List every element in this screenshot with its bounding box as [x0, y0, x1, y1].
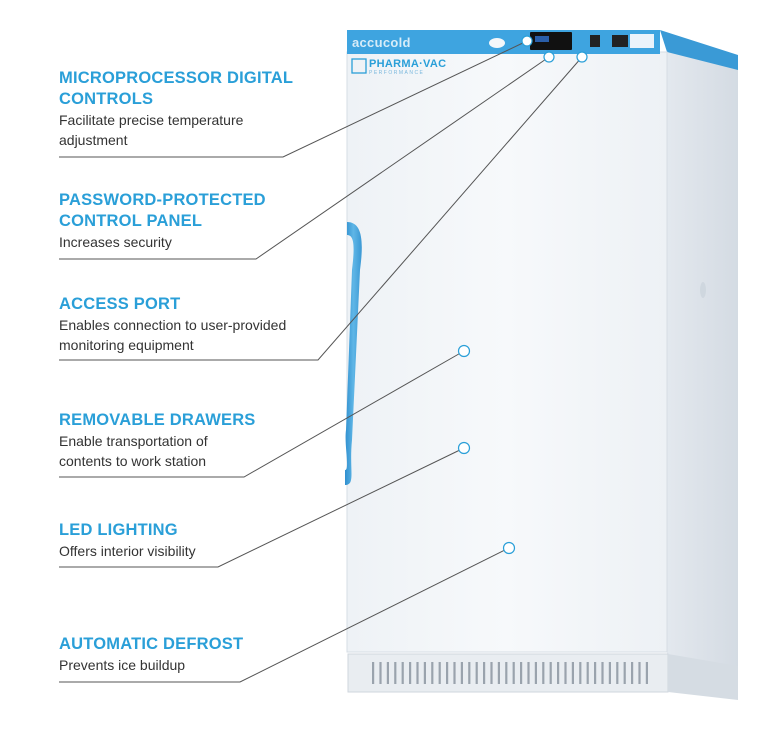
vent-slot: [438, 662, 441, 684]
vent-slot: [446, 662, 449, 684]
feature-title: CONTROL PANEL: [59, 212, 203, 230]
vent-slot: [608, 662, 611, 684]
vent-slot: [394, 662, 397, 684]
kick-plate-side: [668, 654, 738, 700]
vent-slot: [549, 662, 552, 684]
power-switch: [590, 35, 600, 47]
feature-title: REMOVABLE DRAWERS: [59, 411, 256, 429]
feature-title: LED LIGHTING: [59, 521, 178, 539]
pharma-vac-logo-icon: [351, 58, 367, 74]
vent-slot: [431, 662, 434, 684]
door-handle: [345, 222, 362, 485]
feature-title: AUTOMATIC DEFROST: [59, 635, 244, 653]
feature-removable-drawers: REMOVABLE DRAWERS Enable transportation …: [59, 410, 329, 471]
vent-slot: [564, 662, 567, 684]
leader-line: [59, 447, 465, 568]
vent-slot: [631, 662, 634, 684]
callout-dot: [502, 541, 516, 555]
vent-slot: [372, 662, 375, 684]
vent-slot: [497, 662, 500, 684]
feature-description: adjustment: [59, 132, 128, 148]
vent-slot: [475, 662, 478, 684]
feature-led-lighting: LED LIGHTING Offers interior visibility: [59, 520, 329, 561]
vent-slot: [468, 662, 471, 684]
vent-slot: [557, 662, 560, 684]
feature-title: ACCESS PORT: [59, 295, 181, 313]
top-band-side: [660, 30, 738, 70]
feature-description: contents to work station: [59, 453, 207, 469]
vent-slot: [638, 662, 641, 684]
vent-slot: [386, 662, 389, 684]
feature-description: Enables connection to user-provided: [59, 317, 287, 333]
side-mark: [700, 282, 706, 298]
vent-slot: [423, 662, 426, 684]
feature-automatic-defrost: AUTOMATIC DEFROST Prevents ice buildup: [59, 634, 329, 675]
leader-line: [59, 40, 528, 158]
vent-slot: [594, 662, 597, 684]
cabinet-side: [667, 52, 738, 680]
lock-panel: [612, 35, 628, 47]
leader-line: [59, 350, 465, 478]
feature-description: Offers interior visibility: [59, 543, 196, 559]
callout-dot: [457, 441, 471, 455]
callout-dot: [576, 51, 588, 63]
vent-slot: [505, 662, 508, 684]
callout-dot: [543, 51, 555, 63]
feature-title: MICROPROCESSOR DIGITAL: [59, 69, 294, 87]
access-port-cap: [489, 38, 505, 48]
vent-slot: [527, 662, 530, 684]
feature-microprocessor-controls: MICROPROCESSOR DIGITAL CONTROLS Facilita…: [59, 68, 329, 150]
vent-slot: [490, 662, 493, 684]
kick-plate: [347, 653, 669, 693]
display-readout: [535, 36, 549, 42]
feature-title: CONTROLS: [59, 90, 154, 108]
vent-slot: [453, 662, 456, 684]
vent-slot: [460, 662, 463, 684]
feature-description: Increases security: [59, 234, 172, 250]
vent-slot: [623, 662, 626, 684]
leader-line: [59, 56, 550, 260]
vent-slot: [586, 662, 589, 684]
feature-description: Prevents ice buildup: [59, 657, 186, 673]
feature-description: Enable transportation of: [59, 433, 208, 449]
feature-description: monitoring equipment: [59, 337, 194, 353]
vent-grille: [372, 662, 648, 684]
product-line-text: PHARMA·VAC: [369, 58, 447, 70]
vent-slot: [483, 662, 486, 684]
vent-slot: [534, 662, 537, 684]
vent-slot: [601, 662, 604, 684]
feature-description: Facilitate precise temperature: [59, 112, 244, 128]
vent-slot: [401, 662, 404, 684]
callout-dot: [521, 35, 533, 47]
feature-title: PASSWORD-PROTECTED: [59, 191, 266, 209]
vent-slot: [416, 662, 419, 684]
vent-slot: [379, 662, 382, 684]
vent-slot: [571, 662, 574, 684]
vent-slot: [512, 662, 515, 684]
spec-label: [630, 34, 654, 48]
callout-dot: [457, 344, 471, 358]
product-line-subtext: PERFORMANCE: [369, 70, 425, 76]
vent-slot: [520, 662, 523, 684]
leader-line: [59, 547, 510, 683]
vent-slot: [542, 662, 545, 684]
brand-logo-text: accucold: [352, 35, 411, 50]
feature-password-protected: PASSWORD-PROTECTED CONTROL PANEL Increas…: [59, 190, 329, 252]
vent-slot: [409, 662, 412, 684]
feature-access-port: ACCESS PORT Enables connection to user-p…: [59, 294, 329, 355]
vent-slot: [616, 662, 619, 684]
vent-slot: [645, 662, 648, 684]
vent-slot: [579, 662, 582, 684]
leader-line: [59, 56, 583, 361]
